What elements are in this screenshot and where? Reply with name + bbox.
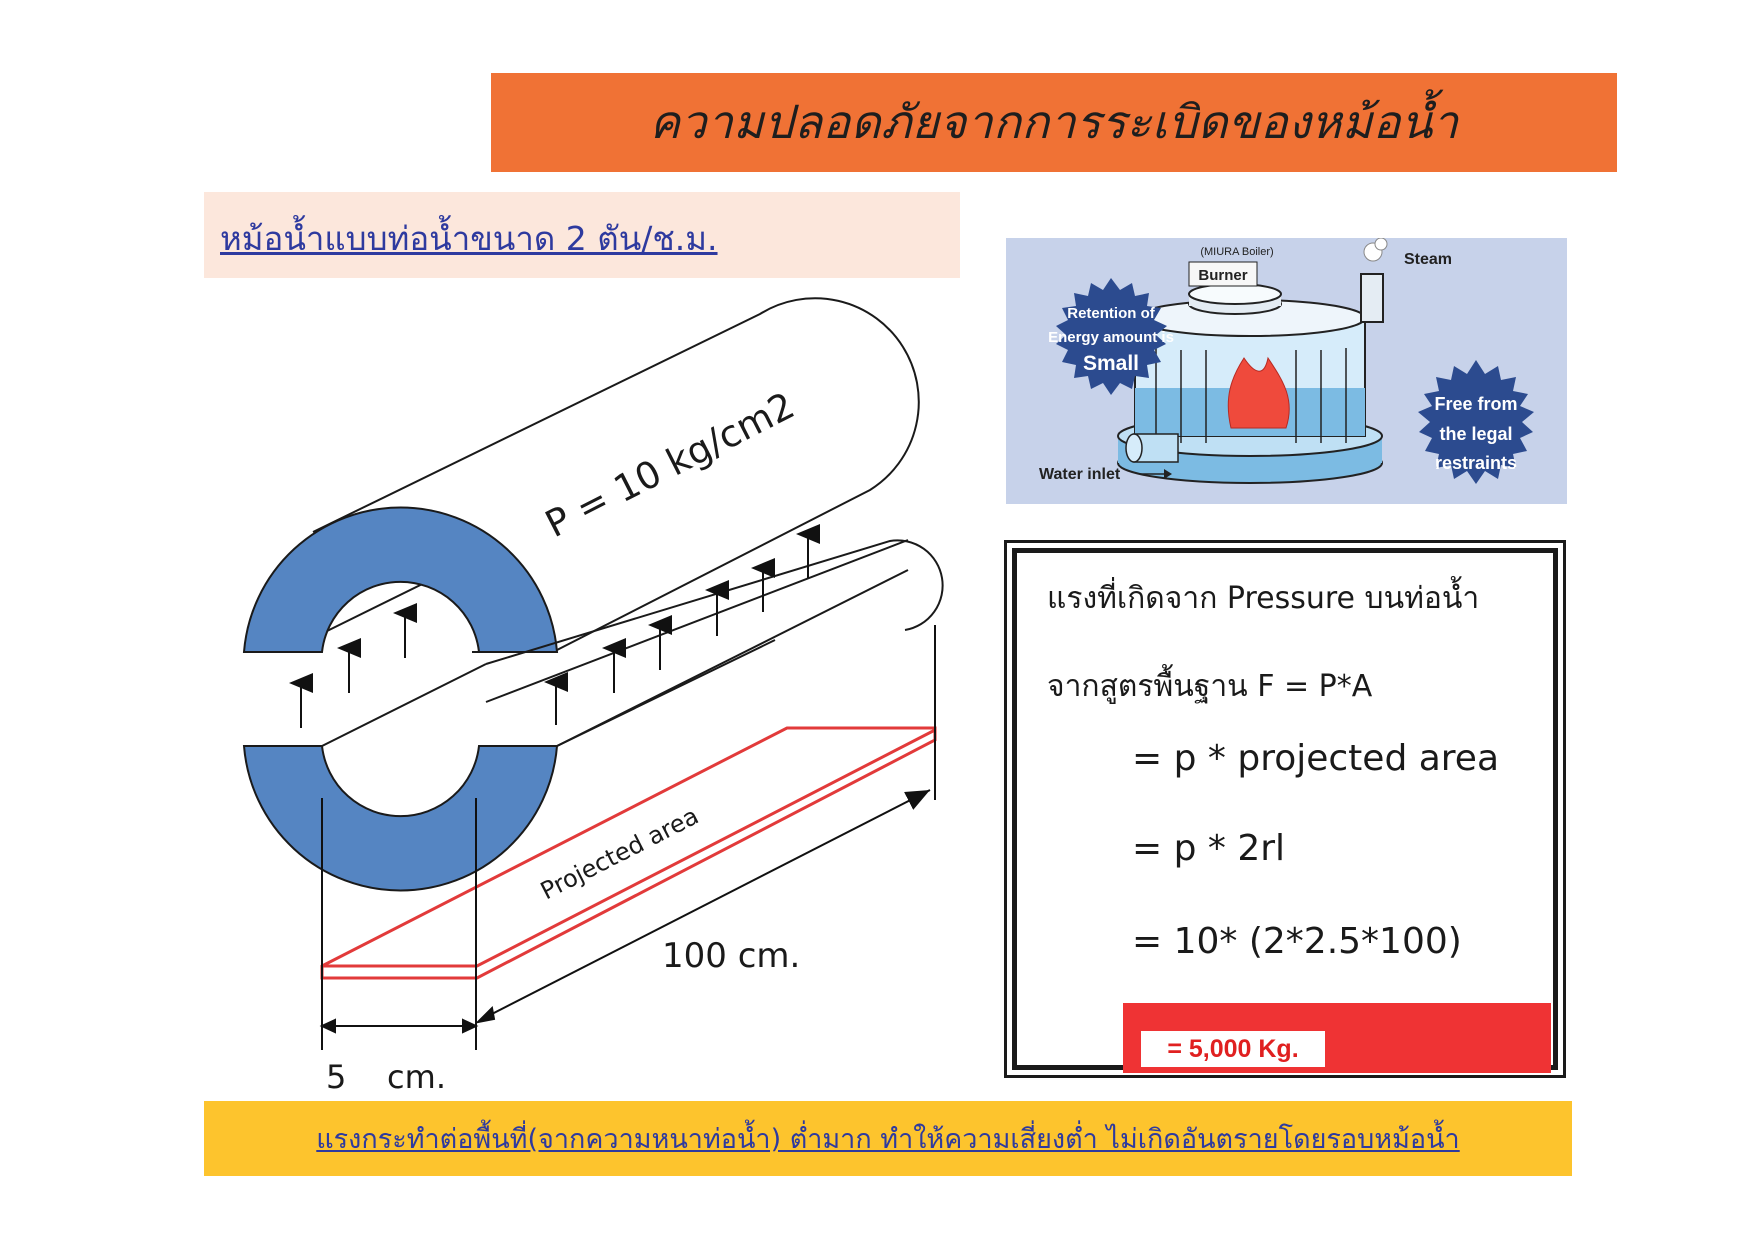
steam-label: Steam <box>1404 251 1452 268</box>
footer-bar: แรงกระทำต่อพื้นที่(จากความหนาท่อน้ำ) ต่ำ… <box>204 1101 1572 1176</box>
title-bar: ความปลอดภัยจากการระเบิดของหม้อน้ำ <box>491 73 1617 172</box>
left-starburst-line2: Energy amount is <box>1048 329 1174 346</box>
boiler-illustration: Retention of Energy amount is Small Free… <box>1006 238 1567 504</box>
left-starburst: Retention of Energy amount is Small <box>1048 278 1174 395</box>
pipe-upper-body <box>242 297 920 653</box>
subtitle: หม้อน้ำแบบท่อน้ำขนาด 2 ตัน/ช.ม. <box>220 219 718 258</box>
water-inlet-label: Water inlet <box>1039 466 1121 483</box>
burner-label: Burner <box>1198 267 1247 284</box>
right-starburst-line1: Free from <box>1434 394 1517 414</box>
result-label: = 5,000 Kg. <box>1141 1031 1325 1067</box>
right-starburst-line2: the legal <box>1439 424 1512 444</box>
left-starburst-line1: Retention of <box>1067 305 1155 322</box>
pressure-arrows <box>289 524 820 728</box>
formula-line-2: จากสูตรพื้นฐาน F = P*A <box>1047 669 1373 704</box>
pipe-wall-upper <box>242 506 559 653</box>
footer-text: แรงกระทำต่อพื้นที่(จากความหนาท่อน้ำ) ต่ำ… <box>316 1124 1460 1155</box>
right-starburst: Free from the legal restraints <box>1418 360 1534 484</box>
right-starburst-line3: restraints <box>1435 453 1517 473</box>
formula-inner-frame: แรงที่เกิดจาก Pressure บนท่อน้ำ จากสูตรพ… <box>1012 548 1558 1073</box>
projected-area-label: Projected area <box>536 802 703 906</box>
result-bar: = 5,000 Kg. <box>1123 1003 1551 1073</box>
formula-line-1: แรงที่เกิดจาก Pressure บนท่อน้ำ <box>1047 581 1480 616</box>
length-label: 100 cm. <box>662 936 800 976</box>
boiler-body <box>1117 238 1388 484</box>
formula-line-5: = 10* (2*2.5*100) <box>1132 921 1462 962</box>
width-label: 5 cm. <box>326 1058 446 1096</box>
model-label: (MIURA Boiler) <box>1200 246 1273 258</box>
page-title: ความปลอดภัยจากการระเบิดของหม้อน้ำ <box>649 95 1459 149</box>
formula-line-3: = p * projected area <box>1132 738 1500 779</box>
left-starburst-line3: Small <box>1083 352 1139 375</box>
dimension-lines <box>319 625 936 1050</box>
formula-box: แรงที่เกิดจาก Pressure บนท่อน้ำ จากสูตรพ… <box>1004 540 1566 1078</box>
subtitle-box: หม้อน้ำแบบท่อน้ำขนาด 2 ตัน/ช.ม. <box>204 192 960 278</box>
formula-line-4: = p * 2rl <box>1132 828 1286 869</box>
pipe-diagram: P = 10 kg/cm2 Projected area 100 cm. 5 c… <box>242 297 944 1096</box>
